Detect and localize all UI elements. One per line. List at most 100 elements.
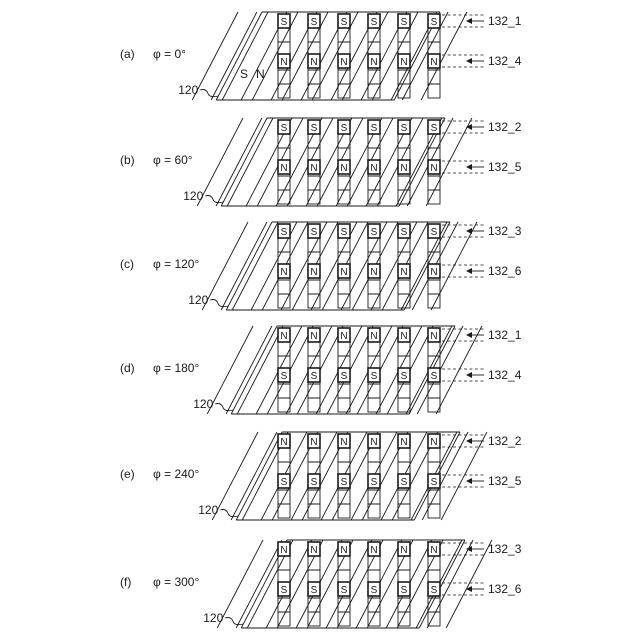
core-right-edge — [404, 222, 450, 310]
grid-cell — [338, 70, 350, 84]
core-left-edge — [226, 222, 272, 310]
core-reference-label: 120 — [183, 189, 203, 203]
core-left-edge — [221, 118, 267, 206]
pole-symbol-top: N — [370, 331, 377, 342]
arrow-head — [466, 332, 472, 338]
pole-symbol-top: S — [311, 227, 318, 238]
grid-cell — [398, 448, 410, 462]
grid-cell — [428, 280, 440, 294]
sensor-label: 132_3 — [488, 542, 522, 556]
sensor-label: 132_1 — [488, 14, 522, 28]
grid-cell — [368, 70, 380, 84]
grid-cell — [338, 238, 350, 252]
grid-cell — [278, 70, 290, 84]
grid-cell — [308, 280, 320, 294]
pole-symbol-top: N — [310, 545, 317, 556]
pole-symbol-top: N — [310, 331, 317, 342]
core-reference-label: 120 — [188, 293, 208, 307]
pole-symbol-bottom: S — [401, 371, 408, 382]
arrow-head — [466, 124, 472, 130]
grid-cell — [278, 238, 290, 252]
arrow-head — [466, 268, 472, 274]
grid-cell — [308, 598, 320, 612]
pole-symbol-bottom: S — [401, 477, 408, 488]
pole-symbol-bottom: N — [430, 267, 437, 278]
grid-cell — [428, 70, 440, 84]
grid-cell — [428, 190, 440, 204]
grid-cell — [398, 238, 410, 252]
pole-symbol-bottom: N — [340, 267, 347, 278]
arrow-head — [466, 58, 472, 64]
panel-letter: (e) — [120, 467, 135, 481]
grid-cell — [338, 280, 350, 294]
core-reference-label: 120 — [193, 397, 213, 411]
pole-symbol-bottom: S — [341, 371, 348, 382]
panel-b: (b)φ = 60°SNSNSNSNSNSN132_2132_5120 — [120, 118, 522, 206]
core-left-edge — [216, 12, 262, 100]
grid-cell — [398, 384, 410, 398]
pole-strip-edge — [231, 432, 277, 520]
pole-symbol-top: S — [371, 17, 378, 28]
core-left-edge — [236, 432, 282, 520]
pole-symbol-bottom: S — [341, 477, 348, 488]
pole-symbol-top: N — [400, 437, 407, 448]
pole-symbol-top: S — [401, 123, 408, 134]
pole-symbol-top: N — [280, 331, 287, 342]
grid-cell — [338, 448, 350, 462]
phase-angle-label: φ = 120° — [153, 257, 199, 271]
pole-symbol-bottom: S — [431, 371, 438, 382]
grid-cell — [278, 448, 290, 462]
pole-symbol-bottom: S — [311, 585, 318, 596]
panel-c: (c)φ = 120°SNSNSNSNSNSN132_3132_6120 — [120, 222, 522, 310]
pole-symbol-bottom: N — [280, 267, 287, 278]
pole-strip-edge — [216, 118, 262, 206]
pole-symbol-top: N — [280, 545, 287, 556]
sensor-label: 132_4 — [488, 54, 522, 68]
grid-cell — [368, 190, 380, 204]
pole-symbol-top: S — [341, 123, 348, 134]
grid-cell — [368, 598, 380, 612]
sensor-label: 132_5 — [488, 474, 522, 488]
sensor-label: 132_5 — [488, 160, 522, 174]
arrow-head — [466, 586, 472, 592]
strip-pole-label: N — [256, 67, 265, 81]
arrow-head — [466, 478, 472, 484]
grid-cell — [278, 598, 290, 612]
pole-symbol-bottom: S — [311, 371, 318, 382]
pole-symbol-top: N — [310, 437, 317, 448]
pole-symbol-bottom: S — [371, 477, 378, 488]
pole-strip-edge — [211, 12, 257, 100]
phase-angle-label: φ = 60° — [153, 153, 193, 167]
grid-cell — [308, 238, 320, 252]
grid-cell — [428, 384, 440, 398]
core-reference-label: 120 — [203, 611, 223, 625]
core-left-edge — [231, 326, 277, 414]
pole-strip-edge — [212, 432, 258, 520]
phase-angle-label: φ = 240° — [153, 467, 199, 481]
pole-strip-edge — [207, 326, 253, 414]
core-reference-label: 120 — [178, 83, 198, 97]
pole-symbol-top: N — [370, 437, 377, 448]
pole-strip-edge — [236, 540, 282, 628]
pole-strip-edge — [217, 540, 263, 628]
sensor-label: 132_4 — [488, 368, 522, 382]
grid-cell — [398, 280, 410, 294]
grid-cell — [428, 84, 440, 98]
arrow-head — [466, 18, 472, 24]
pole-symbol-top: N — [370, 545, 377, 556]
pole-symbol-top: N — [400, 545, 407, 556]
pole-symbol-top: N — [340, 545, 347, 556]
sensor-label: 132_6 — [488, 264, 522, 278]
pole-strip-edge — [192, 12, 238, 100]
pole-symbol-top: S — [341, 227, 348, 238]
grid-cell — [428, 448, 440, 462]
panel-e: (e)φ = 240°NSNSNSNSNSNS132_2132_5120 — [120, 432, 522, 520]
grid-cell — [308, 70, 320, 84]
pole-symbol-bottom: N — [310, 267, 317, 278]
grid-cell — [308, 342, 320, 356]
arrow-head — [466, 228, 472, 234]
core-reference-label: 120 — [198, 503, 218, 517]
pole-strip-edge — [227, 118, 273, 206]
grid-cell — [368, 238, 380, 252]
grid-cell — [398, 598, 410, 612]
